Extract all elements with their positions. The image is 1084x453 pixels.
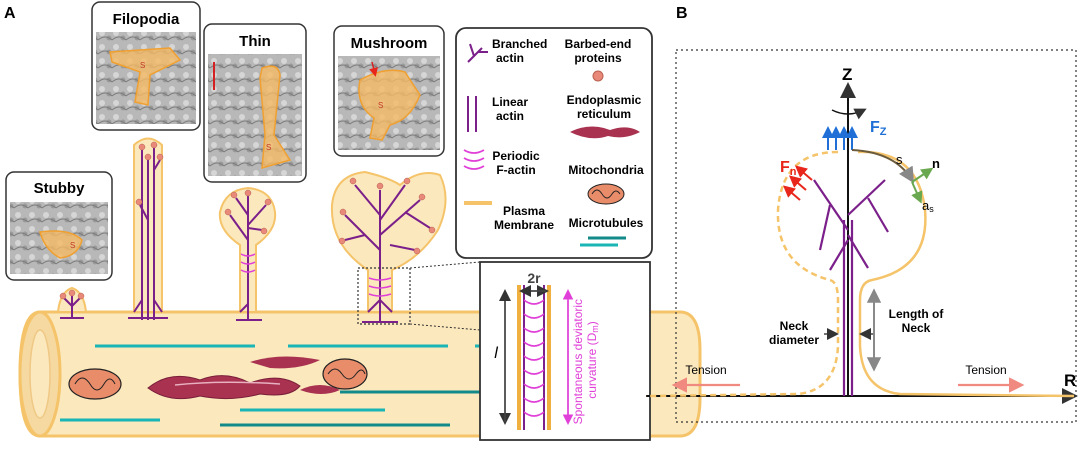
fn-arrows: [782, 165, 813, 201]
inset-length-label: l: [494, 345, 498, 362]
legend-periodic-icon: [463, 149, 485, 170]
micrograph-filopodia: Filopodia S: [91, 1, 201, 131]
legend-membrane-1: Plasma: [503, 204, 545, 218]
micrograph-mushroom: Mushroom S: [333, 25, 445, 157]
panel-b-actin: [813, 179, 889, 396]
legend-linear-actin-1: Linear: [492, 95, 528, 109]
micrograph-stubby: Stubby S: [5, 171, 113, 281]
shaft-er: [147, 356, 340, 400]
legend: Branched actin Barbed-end proteins Linea…: [455, 27, 653, 259]
title-thin: Thin: [239, 33, 271, 50]
legend-mito: Mitochondria: [568, 163, 644, 177]
legend-barbed-end-2: proteins: [574, 51, 622, 65]
z-axis-label: Z: [842, 65, 852, 84]
r-axis-label: R: [1064, 371, 1076, 390]
membrane-profile: [645, 150, 1075, 398]
legend-membrane-2: Membrane: [494, 218, 554, 232]
as-arrow: [911, 181, 923, 204]
rotation-arrow: [831, 108, 867, 120]
title-mushroom: Mushroom: [351, 35, 428, 52]
legend-er-1: Endoplasmic: [567, 93, 642, 107]
legend-periodic-1: Periodic: [492, 149, 540, 163]
micrograph-thin: Thin S: [203, 23, 307, 183]
legend-er-icon: [570, 126, 640, 139]
inset-width-label: 2r: [527, 270, 541, 286]
shaft-mitochondria: [68, 358, 368, 400]
panel-b-letter: B: [676, 5, 688, 22]
title-stubby: Stubby: [34, 180, 85, 197]
legend-barbed-end-icon: [592, 70, 604, 82]
stubby-spine: [56, 286, 88, 319]
panel-b-frame: [675, 49, 1077, 423]
n-arrow: [911, 167, 934, 183]
mark-s-3: S: [266, 143, 271, 152]
title-filopodia: Filopodia: [113, 11, 180, 28]
legend-microtubules-icon: [580, 236, 626, 247]
tension-right-label: Tension: [965, 363, 1006, 377]
legend-periodic-2: F-actin: [496, 163, 535, 177]
mark-s-1: S: [70, 241, 75, 250]
inset-periodic-rings: [523, 299, 545, 417]
legend-branched-actin-1: Branched: [492, 37, 547, 51]
legend-branched-actin-icon: [467, 43, 488, 63]
n-label: n: [932, 156, 940, 171]
legend-linear-actin-2: actin: [496, 109, 524, 123]
mark-s-4: S: [378, 101, 383, 110]
tension-left-label: Tension: [685, 363, 726, 377]
as-label: as: [922, 198, 934, 214]
legend-er-2: reticulum: [577, 107, 631, 121]
s-label: s: [896, 152, 903, 167]
thin-spine: [218, 186, 277, 321]
filopodia-spine: [128, 137, 168, 320]
legend-linear-actin-icon: [467, 96, 477, 132]
legend-barbed-end-1: Barbed-end: [565, 37, 632, 51]
legend-mito-icon: [587, 183, 625, 205]
legend-branched-actin-2: actin: [496, 51, 524, 65]
legend-microtubules: Microtubules: [569, 216, 644, 230]
arclength-arrow: [851, 149, 915, 184]
fz-label: FZ: [870, 119, 887, 138]
mark-s-2: S: [140, 61, 145, 70]
fn-label: Fn: [780, 159, 797, 178]
neck-inset: 2r l Spontaneous deviatoric curvature (D…: [479, 261, 651, 441]
panel-a-letter: A: [4, 5, 16, 22]
inset-curvature-label: Spontaneous deviatoric curvature (Dm): [571, 296, 600, 425]
fz-arrows: [822, 126, 858, 150]
mushroom-spine: [330, 170, 481, 331]
